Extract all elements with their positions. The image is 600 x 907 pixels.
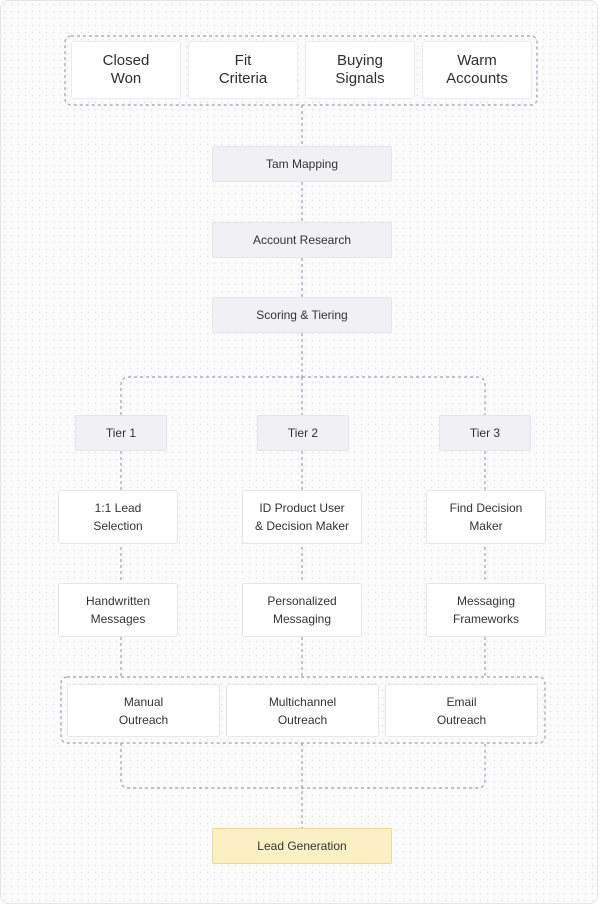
tier-2-label: Tier 2 (257, 415, 349, 451)
top-card-fit-criteria: Fit Criteria (188, 41, 298, 99)
tier-2-selection: ID Product User & Decision Maker (242, 490, 362, 544)
tier-3-selection: Find Decision Maker (426, 490, 546, 544)
tier-1-messaging: Handwritten Messages (58, 583, 178, 637)
step-account-research: Account Research (212, 222, 392, 258)
tier-1-selection: 1:1 Lead Selection (58, 490, 178, 544)
top-card-warm-accounts: Warm Accounts (422, 41, 532, 99)
outreach-group-border (60, 676, 546, 744)
outreach-manual: Manual Outreach (67, 684, 220, 737)
top-card-buying-signals: Buying Signals (305, 41, 415, 99)
step-tam-mapping: Tam Mapping (212, 146, 392, 182)
tier-3-label: Tier 3 (439, 415, 531, 451)
tier-2-messaging: Personalized Messaging (242, 583, 362, 637)
outreach-email: Email Outreach (385, 684, 538, 737)
top-group-border (64, 35, 538, 106)
tier-1-label: Tier 1 (75, 415, 167, 451)
top-card-closed-won: Closed Won (71, 41, 181, 99)
result-lead-generation: Lead Generation (212, 828, 392, 864)
outreach-multichannel: Multichannel Outreach (226, 684, 379, 737)
step-scoring-tiering: Scoring & Tiering (212, 297, 392, 333)
tier-3-messaging: Messaging Frameworks (426, 583, 546, 637)
